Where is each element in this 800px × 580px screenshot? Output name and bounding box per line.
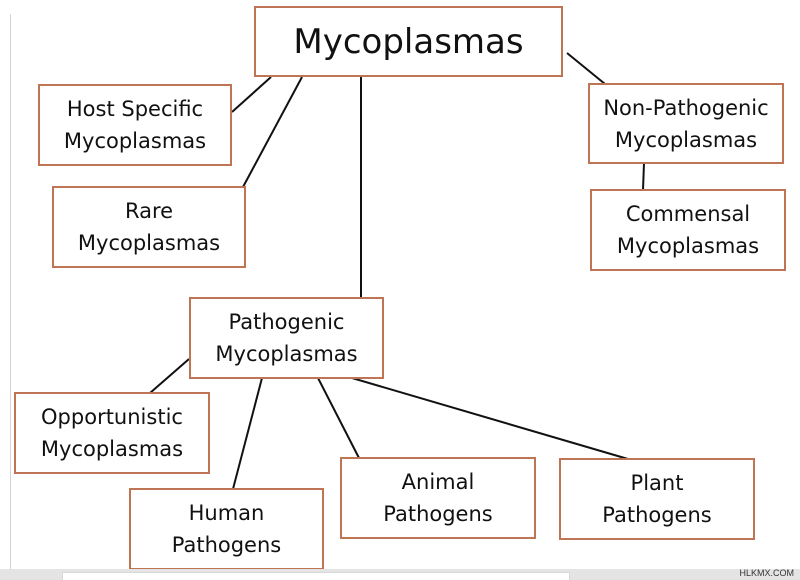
node-rare-mycoplasmas: Rare Mycoplasmas (52, 186, 246, 268)
node-animal-pathogens: Animal Pathogens (340, 457, 536, 539)
node-label-line: Rare (124, 199, 174, 223)
connector-root-host-specific (231, 76, 272, 113)
watermark: HLKMX.COM (739, 568, 794, 578)
node-label-line: Mycoplasmas (40, 437, 184, 461)
node-mycoplasmas: Mycoplasmas (254, 6, 563, 77)
node-pathogenic-mycoplasmas: Pathogenic Mycoplasmas (189, 297, 384, 379)
node-label-line: Pathogens (171, 533, 282, 557)
node-label-line: Plant (630, 471, 684, 495)
node-label-line: Mycoplasmas (616, 234, 760, 258)
connector-non-pathogenic-commensal (642, 162, 645, 191)
node-label-line: Host Specific (66, 97, 204, 121)
node-label-line: Mycoplasmas (77, 231, 221, 255)
node-label-line: Opportunistic (41, 405, 183, 429)
connector-pathogenic-opportunistic (149, 358, 190, 394)
node-opportunistic-mycoplasmas: Opportunistic Mycoplasmas (14, 392, 210, 474)
connector-root-non-pathogenic (566, 52, 606, 85)
node-label-line: Pathogens (383, 502, 493, 526)
node-host-specific-mycoplasmas: Host Specific Mycoplasmas (38, 84, 232, 166)
connector-pathogenic-plant (351, 377, 629, 460)
node-label-line: Pathogenic (228, 310, 345, 334)
node-label-line: Mycoplasmas (215, 342, 358, 366)
node-label-line: Mycoplasmas (614, 127, 758, 152)
node-plant-pathogens: Plant Pathogens (559, 458, 755, 540)
bottom-bar-panel (62, 572, 570, 580)
connector-pathogenic-animal (317, 377, 360, 459)
connector-pathogenic-human (232, 377, 263, 490)
node-label-line: Non-Pathogenic (603, 95, 769, 120)
node-human-pathogens: Human Pathogens (129, 488, 324, 570)
node-label-line: Pathogens (602, 503, 712, 527)
node-label-line: Human (188, 501, 265, 525)
frame-border (10, 14, 11, 570)
node-label-line: Mycoplasmas (63, 129, 207, 153)
node-label-line: Mycoplasmas (293, 21, 524, 62)
node-non-pathogenic-mycoplasmas: Non-Pathogenic Mycoplasmas (588, 83, 784, 164)
node-label-line: Animal (401, 470, 475, 494)
node-label-line: Commensal (625, 202, 751, 226)
node-commensal-mycoplasmas: Commensal Mycoplasmas (590, 189, 786, 271)
connector-root-rare (242, 76, 303, 188)
